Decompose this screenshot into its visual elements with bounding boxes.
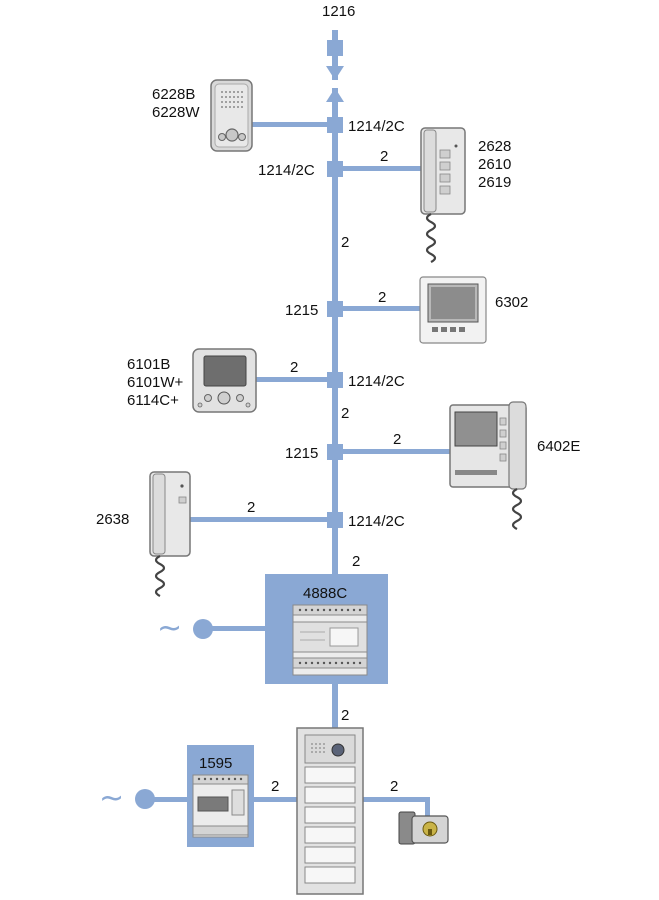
- power-supply-4888c: [265, 574, 388, 684]
- label-2628-line3: 2619: [478, 174, 511, 191]
- lock-wire-v: [425, 797, 430, 817]
- handset-cord-icon: [154, 555, 166, 597]
- branch-6302-wire: [335, 306, 421, 311]
- wiring: [135, 30, 450, 817]
- mains-1595-symbol: ~: [99, 781, 124, 816]
- wire-count-handset-top: 2: [380, 148, 388, 165]
- node-1216: [327, 40, 343, 56]
- label-6101-line1: 6101B: [127, 356, 170, 373]
- handset-cord-icon: [425, 213, 437, 263]
- label-2628-line1: 2628: [478, 138, 511, 155]
- node-j5: [327, 444, 343, 460]
- call-button: [304, 766, 356, 784]
- camera-module: [304, 734, 356, 764]
- label-1216: 1216: [322, 3, 355, 20]
- branch-6228-wire: [250, 122, 334, 127]
- call-button: [304, 806, 356, 824]
- wire-count-6402: 2: [393, 431, 401, 448]
- label-6302: 6302: [495, 294, 528, 311]
- wire-count-riser-below-4888: 2: [341, 707, 349, 724]
- labels: 1216 1214/2C 1214/2C 1215 1214/2C 1215 1…: [96, 3, 580, 816]
- node-j3: [327, 301, 343, 317]
- handset-receiver: [152, 473, 166, 555]
- mains-4888-symbol: ~: [157, 611, 182, 646]
- node-j2: [327, 161, 343, 177]
- branch-6101-wire: [256, 377, 334, 382]
- call-button: [304, 786, 356, 804]
- arrow-down-icon: [326, 66, 344, 80]
- branch-2628-wire: [335, 166, 428, 171]
- label-junction-6: 1214/2C: [348, 513, 405, 530]
- label-junction-5: 1215: [285, 445, 318, 462]
- call-button: [304, 866, 356, 884]
- junction-nodes: [327, 40, 343, 528]
- camera-lens-icon: [331, 743, 345, 757]
- device-6302-monitor: [419, 276, 487, 344]
- monitor-screen: [203, 355, 247, 387]
- branch-2638-wire: [188, 517, 334, 522]
- wire-count-lock: 2: [390, 778, 398, 795]
- monitor-screen: [454, 411, 498, 447]
- device-6228: [210, 79, 253, 152]
- device-6101-monitor: [192, 348, 257, 413]
- node-j1: [327, 117, 343, 133]
- handset-receiver: [423, 129, 437, 213]
- door-lock: [398, 811, 449, 845]
- label-junction-1: 1214/2C: [348, 118, 405, 135]
- mains-1595-plug-icon: [135, 789, 155, 809]
- mains-4888-plug-icon: [193, 619, 213, 639]
- psu-panel-wire: [252, 797, 299, 802]
- label-6101-line2: 6101W+: [127, 374, 184, 391]
- label-6402e: 6402E: [537, 438, 580, 455]
- lock-wire-h: [361, 797, 427, 802]
- device-2628-handset: [420, 127, 466, 263]
- entrance-panel: [296, 727, 364, 895]
- branch-6402-wire: [335, 449, 450, 454]
- call-button: [304, 826, 356, 844]
- label-junction-4: 1214/2C: [348, 373, 405, 390]
- call-button: [304, 846, 356, 864]
- node-j4: [327, 372, 343, 388]
- speaker-button-icon: [225, 128, 239, 142]
- label-6101-line3: 6114C+: [127, 392, 179, 409]
- mains-4888-wire: [205, 626, 267, 631]
- label-2628-line2: 2610: [478, 156, 511, 173]
- wire-count-2638: 2: [247, 499, 255, 516]
- wire-count-6101: 2: [290, 359, 298, 376]
- label-junction-3: 1215: [285, 302, 318, 319]
- label-1595: 1595: [199, 755, 232, 772]
- riser-below-4888-wire: [332, 683, 338, 728]
- label-4888c: 4888C: [303, 585, 347, 602]
- wire-count-1595: 2: [271, 778, 279, 795]
- wire-count-riser-above-4888: 2: [352, 553, 360, 570]
- label-2638: 2638: [96, 511, 129, 528]
- arrow-up-icon: [326, 88, 344, 102]
- wire-count-riser-mid: 2: [341, 234, 349, 251]
- wire-count-6302: 2: [378, 289, 386, 306]
- handset-receiver: [508, 401, 527, 490]
- device-6402e-monitor: [449, 401, 527, 530]
- wire-count-riser-lower: 2: [341, 405, 349, 422]
- label-6228-line2: 6228W: [152, 104, 200, 121]
- power-supply-1595: [187, 745, 254, 847]
- label-junction-2: 1214/2C: [258, 162, 315, 179]
- label-6228-line1: 6228B: [152, 86, 195, 103]
- mains-1595-wire: [145, 797, 191, 802]
- node-j6: [327, 512, 343, 528]
- device-2638-handset: [149, 471, 191, 597]
- handset-cord-icon: [511, 488, 523, 530]
